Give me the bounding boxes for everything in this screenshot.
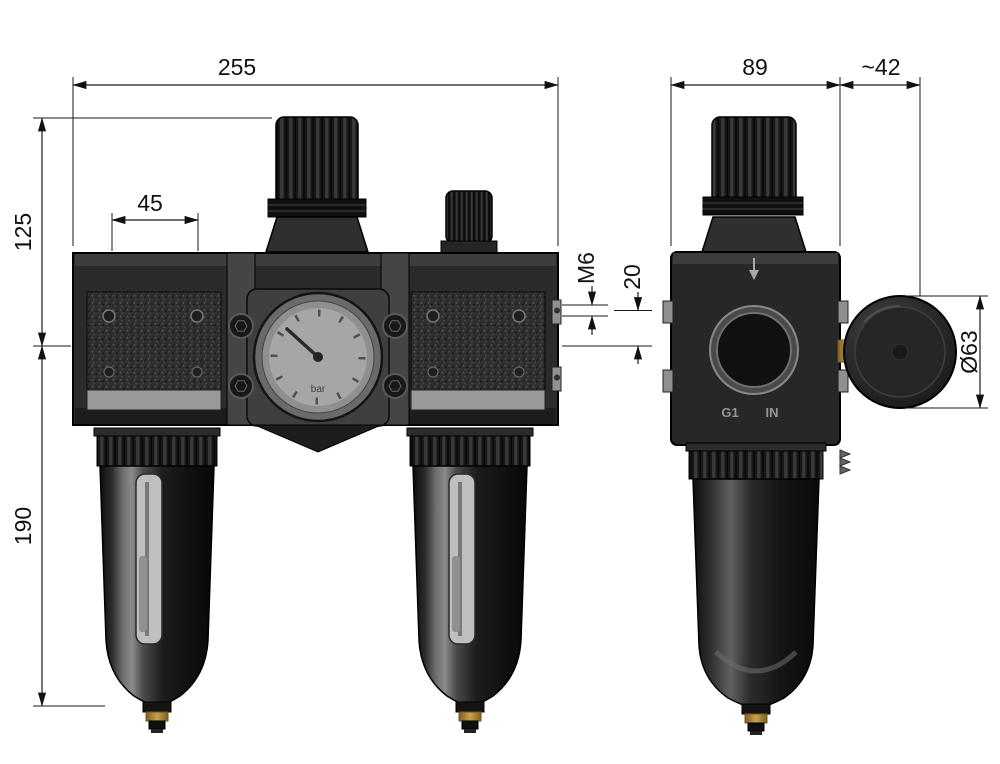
gauge-unit-label: bar xyxy=(311,384,326,395)
dim-gauge-offset-label: ~42 xyxy=(861,54,900,80)
dim-thread: M6 xyxy=(562,252,608,335)
bowl-side xyxy=(685,442,827,735)
regulator-knob-side xyxy=(700,116,808,253)
dim-upper-height-label: 125 xyxy=(10,213,36,251)
dim-bowl-height-label: 190 xyxy=(10,507,36,545)
filter-module-panel xyxy=(86,291,222,411)
dim-bowl-height: 190 xyxy=(10,345,105,707)
dim-total-width: 255 xyxy=(72,54,559,246)
dim-thread-label: M6 xyxy=(573,252,599,284)
gauge-tick-marks xyxy=(270,309,366,405)
dim-mount-offset: 45 xyxy=(111,190,199,251)
head-body-side: G1 IN xyxy=(662,251,852,475)
lubricator-fill-knob xyxy=(440,190,498,254)
dim-gauge-diameter-label: Ø63 xyxy=(956,330,982,373)
lubricator-bowl xyxy=(406,427,534,733)
dim-body-depth: 89 xyxy=(670,54,841,246)
drain-valve xyxy=(455,701,485,733)
side-view: G1 IN xyxy=(662,116,957,735)
dim-mount-offset-label: 45 xyxy=(137,190,163,216)
pressure-gauge-side xyxy=(837,295,957,409)
dim-body-depth-label: 89 xyxy=(742,54,768,80)
dim-port-offset: 20 xyxy=(562,264,652,364)
regulator-knob xyxy=(264,116,370,253)
drain-valve xyxy=(142,701,172,733)
dim-port-offset-label: 20 xyxy=(619,264,645,290)
port-direction-label: IN xyxy=(766,405,779,420)
gauge-needle xyxy=(285,327,320,359)
pressure-gauge-front: bar xyxy=(252,291,384,423)
dim-total-width-label: 255 xyxy=(218,54,256,80)
dimensions: 255 89 ~42 125 190 xyxy=(10,54,988,707)
lubricator-module-panel xyxy=(410,291,546,411)
drain-valve xyxy=(741,703,771,735)
port-thread-label: G1 xyxy=(721,405,738,420)
dim-gauge-offset: ~42 xyxy=(839,54,921,296)
front-view: bar xyxy=(72,116,562,733)
dim-gauge-diameter: Ø63 xyxy=(906,295,988,409)
bowl-release-clip xyxy=(838,449,852,475)
filter-bowl xyxy=(93,427,221,733)
